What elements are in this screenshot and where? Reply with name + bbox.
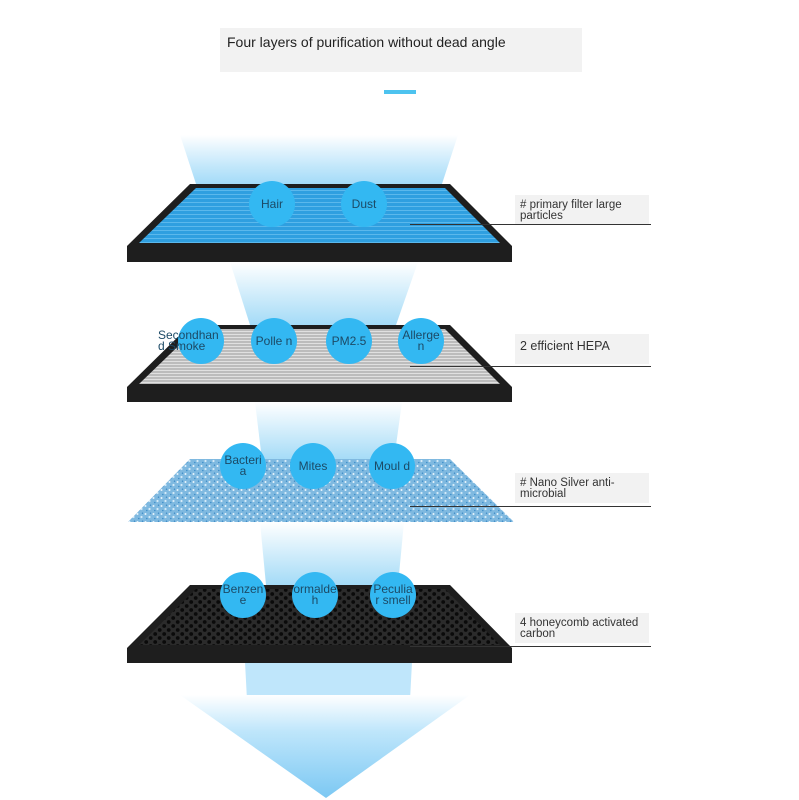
beam-top bbox=[180, 135, 458, 190]
particle-bacteria: Bacteri a bbox=[220, 443, 266, 489]
particle-hair: Hair bbox=[249, 181, 295, 227]
particle-dust: Dust bbox=[341, 181, 387, 227]
layer-primary-filter bbox=[127, 184, 512, 262]
leader-line-hepa bbox=[410, 366, 651, 367]
particle-peculiar-smell: Peculiar smell bbox=[370, 572, 416, 618]
particle-benzene: Benzen e bbox=[220, 572, 266, 618]
particle-mites: Mites bbox=[290, 443, 336, 489]
particle-formaldehyde: ormaldeh bbox=[292, 572, 338, 618]
particle-pollen: Polle n bbox=[251, 318, 297, 364]
particle-allergen: Allerge n bbox=[398, 318, 444, 364]
page-title: Four layers of purification without dead… bbox=[220, 28, 582, 72]
layer-label-carbon: 4 honeycomb activated carbon bbox=[515, 613, 649, 643]
beam-4 bbox=[245, 662, 412, 700]
title-accent-bar bbox=[384, 90, 416, 94]
particle-mould: Moul d bbox=[369, 443, 415, 489]
particle-pm25: PM2.5 bbox=[326, 318, 372, 364]
particle-secondhand-smoke: Secondhand Smoke bbox=[158, 318, 224, 364]
layer-label-nano-silver: # Nano Silver anti-microbial bbox=[515, 473, 649, 503]
beam-2 bbox=[255, 402, 402, 460]
layer-label-primary: # primary filter large particles bbox=[515, 195, 649, 225]
down-arrow-icon bbox=[180, 695, 470, 798]
leader-line-carbon bbox=[410, 646, 651, 647]
beam-1 bbox=[230, 262, 418, 325]
beam-3 bbox=[260, 522, 404, 585]
leader-line-primary bbox=[410, 224, 651, 225]
leader-line-nano-silver bbox=[410, 506, 651, 507]
layer-label-hepa: 2 efficient HEPA bbox=[515, 334, 649, 364]
